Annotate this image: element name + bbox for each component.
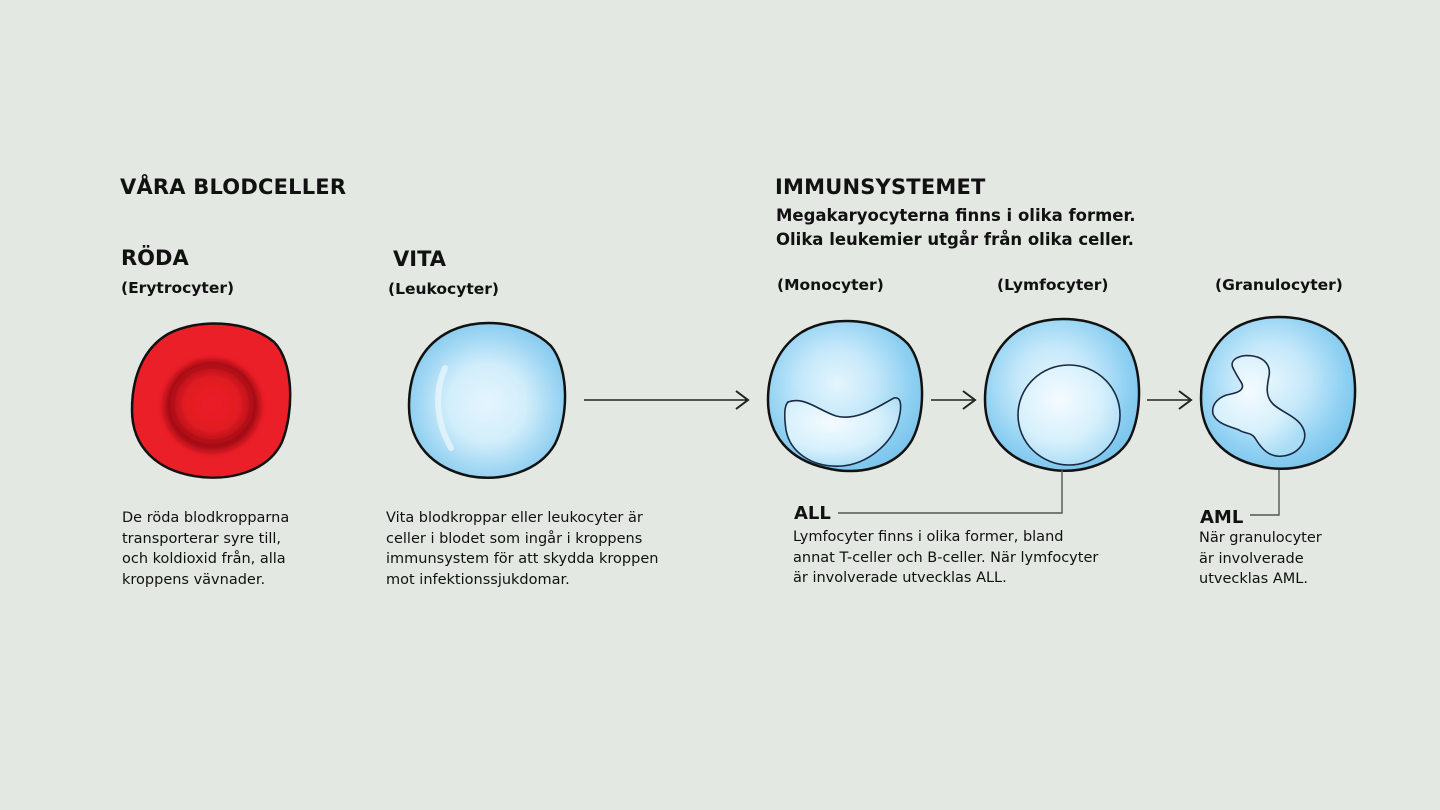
immune-intro-line-1: Megakaryocyterna finns i olika former. — [776, 206, 1136, 225]
arrow-right-icon — [931, 390, 977, 410]
granulocyte-label: (Granulocyter) — [1215, 276, 1343, 294]
white-cells-sublabel: (Leukocyter) — [388, 280, 499, 298]
arrow-right-icon — [1147, 390, 1193, 410]
all-abbreviation: ALL — [794, 503, 831, 524]
aml-abbreviation: AML — [1200, 507, 1244, 528]
section-title-immune-system: IMMUNSYSTEMET — [775, 175, 986, 199]
arrow-right-icon — [584, 390, 750, 410]
white-blood-cell-icon — [407, 321, 567, 479]
connector-line-all — [838, 470, 1063, 514]
connector-line-aml — [1250, 470, 1280, 516]
red-cells-description: De röda blodkropparna transporterar syre… — [122, 510, 290, 588]
lymphocyte-cell-icon — [983, 317, 1141, 472]
all-description: Lymfocyter finns i olika former, bland a… — [793, 529, 1099, 586]
red-blood-cell-icon — [130, 322, 292, 479]
aml-description: När granulocyter är involverade utveckla… — [1199, 530, 1322, 587]
red-cells-sublabel: (Erytrocyter) — [121, 279, 235, 297]
white-cells-description: Vita blodkroppar eller leukocyter är cel… — [386, 510, 659, 588]
monocyte-cell-icon — [766, 319, 924, 473]
granulocyte-cell-icon — [1199, 315, 1357, 470]
lymphocyte-label: (Lymfocyter) — [997, 276, 1109, 294]
monocyte-label: (Monocyter) — [777, 276, 884, 294]
section-title-blood-cells: VÅRA BLODCELLER — [120, 175, 347, 199]
red-cells-label: RÖDA — [121, 246, 189, 270]
white-cells-label: VITA — [393, 247, 447, 271]
immune-intro-line-2: Olika leukemier utgår från olika celler. — [776, 230, 1134, 249]
